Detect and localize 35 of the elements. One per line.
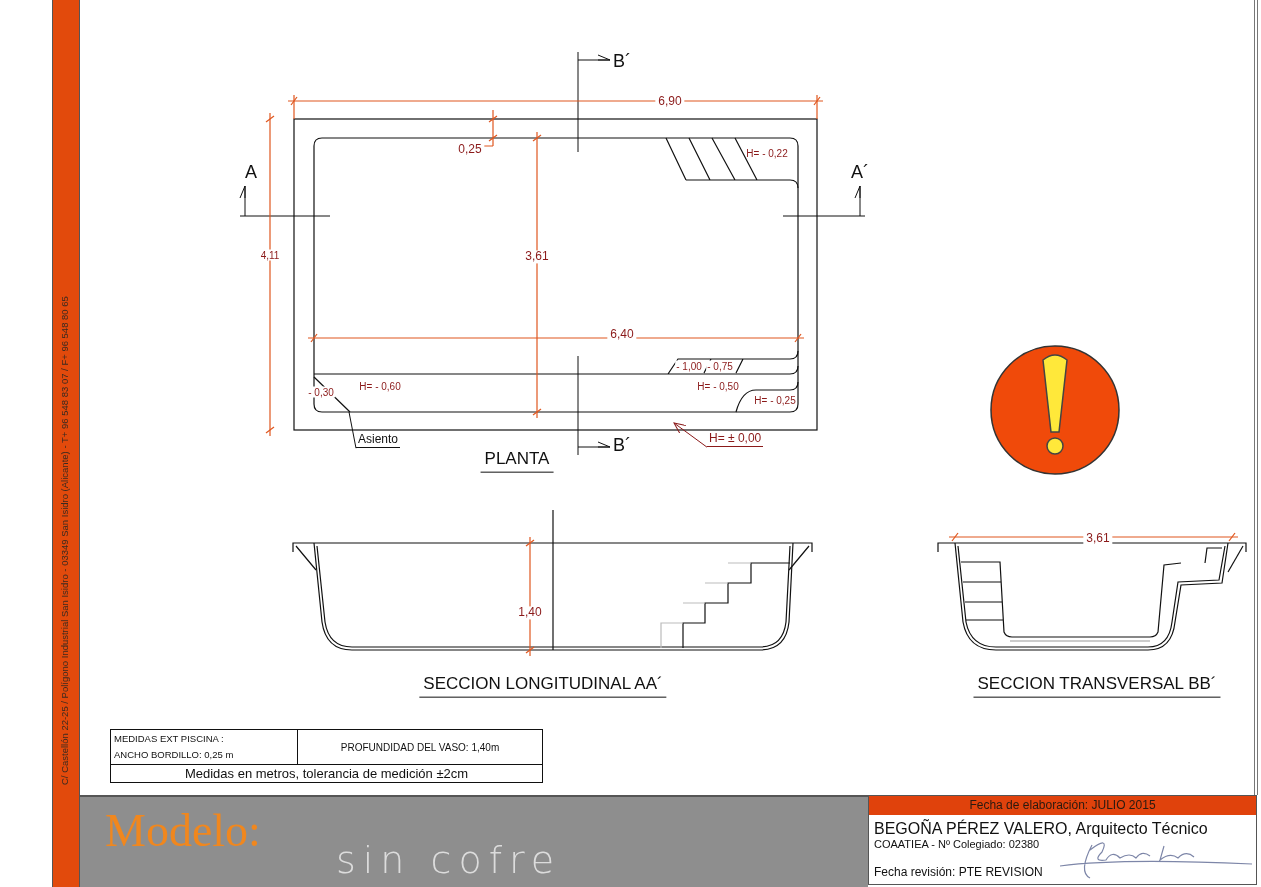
- level-mark: H= - 0,60: [359, 380, 401, 392]
- callout-label: Asiento: [356, 433, 401, 449]
- callout-label: H= ± 0,00: [707, 432, 764, 448]
- dimension-value: 3,61: [1083, 532, 1113, 546]
- level-mark: H= - 0,25: [754, 394, 796, 406]
- section-marker-letter: B´: [613, 436, 631, 456]
- leader-line: [348, 411, 357, 449]
- author-name: BEGOÑA PÉREZ VALERO, Arquitecto Técnico: [874, 820, 1208, 838]
- model-label: Modelo:: [105, 804, 261, 857]
- level-mark: H= - 0,22: [746, 147, 788, 159]
- date-bar: Fecha de elaboración: JULIO 2015: [869, 796, 1256, 815]
- level-mark: H= - 0,50: [697, 380, 739, 392]
- dimension-value: 4,11: [259, 249, 281, 261]
- view-title: PLANTA: [480, 449, 554, 473]
- address-text: C/ Castellón 22-25 / Polígono Industrial San Isidro - 03349 San Isidro (Alicante) - T+ 96 548 83 07 / F+ 96 548 80 65: [59, 296, 70, 785]
- section-marker-letter: A: [245, 163, 257, 183]
- revision-text: Fecha revisión: PTE REVISION: [874, 866, 1043, 880]
- model-variant: sin cofre: [336, 838, 562, 882]
- level-mark: - 0,75: [706, 360, 734, 372]
- section-marker-letter: B´: [613, 52, 631, 72]
- level-mark: - 0,30: [307, 386, 335, 398]
- dimension-value: 6,90: [655, 95, 685, 109]
- view-title: SECCION LONGITUDINAL AA´: [419, 674, 667, 698]
- leader-line: [673, 422, 708, 448]
- view-title: SECCION TRANSVERSAL BB´: [973, 674, 1221, 698]
- section-marker-letter: A´: [851, 163, 869, 183]
- table-cell: PROFUNDIDAD DEL VASO: 1,40m: [297, 729, 543, 765]
- dimension-value: 6,40: [607, 328, 637, 342]
- table-cell: Medidas en metros, tolerancia de medición ±2cm: [110, 764, 543, 783]
- table-text: ANCHO BORDILLO: 0,25 m: [114, 748, 235, 763]
- level-mark: - 1,00: [675, 360, 703, 372]
- registration-text: COAATIEA - Nº Colegiado: 02380: [874, 838, 1040, 851]
- dimension-value: 0,25: [455, 143, 485, 157]
- dimension-value: 3,61: [522, 250, 552, 264]
- table-text: MEDIDAS EXT PISCINA :: [114, 732, 225, 746]
